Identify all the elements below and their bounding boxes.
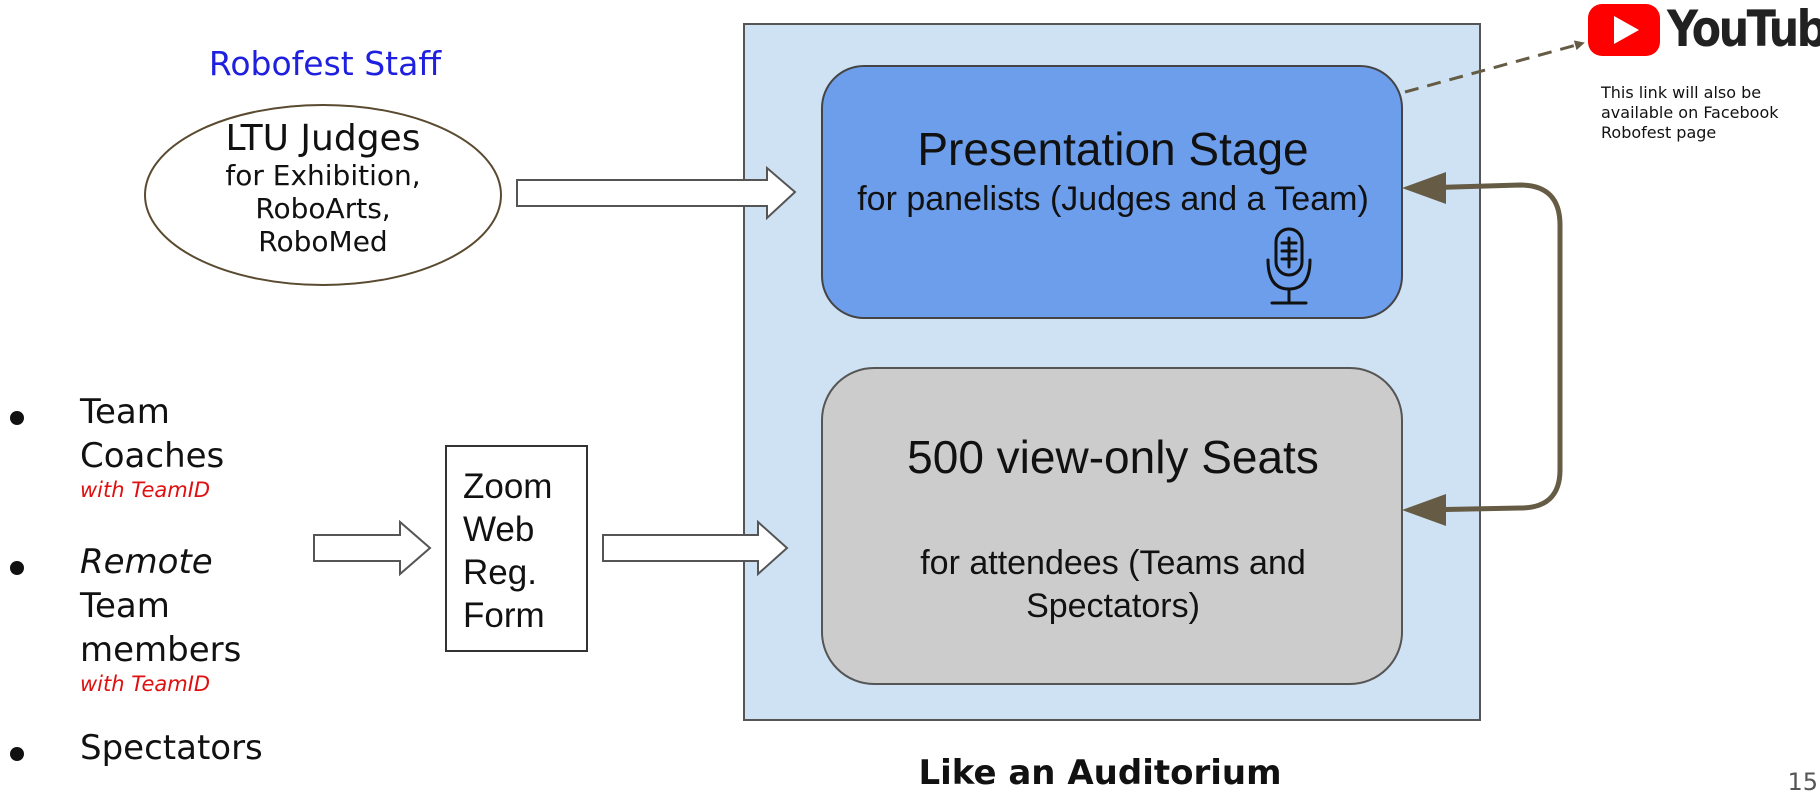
coaches-note: with TeamID <box>80 478 211 502</box>
bullet-icon <box>10 411 24 425</box>
registration-form-label: Zoom Web Reg. Form <box>463 467 553 635</box>
seats-subtitle: for attendees (Teams and Spectators) <box>920 544 1306 625</box>
remote-word: Remote <box>80 542 213 582</box>
youtube-wordmark: YouTube <box>1667 0 1820 58</box>
seats-box <box>821 367 1403 685</box>
page-number: 15 <box>1787 768 1818 796</box>
judges-to-stage-arrow <box>516 165 797 221</box>
youtube-note: This link will also be available on Face… <box>1601 83 1779 142</box>
staff-title: Robofest Staff <box>208 44 442 83</box>
footer-caption: Like an Auditorium <box>918 753 1282 793</box>
registration-form-box <box>445 445 588 652</box>
spectators-label: Spectators <box>80 728 263 768</box>
judges-title: LTU Judges <box>225 118 421 159</box>
bullet-icon <box>10 561 24 575</box>
judges-ellipse <box>144 104 502 286</box>
youtube-play-icon <box>1588 4 1660 56</box>
presentation-stage-box <box>821 65 1403 319</box>
form-to-seats-arrow <box>602 519 789 577</box>
judges-label: LTU Judges for Exhibition, RoboArts, Rob… <box>145 118 501 258</box>
judges-subtitle: for Exhibition, RoboArts, RoboMed <box>225 159 421 258</box>
remote-members-note: with TeamID <box>80 672 211 696</box>
bullet-icon <box>10 747 24 761</box>
stage-title: Presentation Stage <box>917 123 1309 175</box>
coaches-label: Team Coaches <box>80 392 225 476</box>
youtube-link-arrow <box>1404 40 1585 94</box>
attendees-to-form-arrow <box>313 519 432 577</box>
seats-title: 500 view-only Seats <box>907 431 1319 483</box>
stage-subtitle: for panelists (Judges and a Team) <box>857 180 1369 218</box>
stage-connector-arrowhead <box>1402 172 1446 204</box>
microphone-icon <box>1266 227 1312 305</box>
seats-connector-arrowhead <box>1402 494 1446 526</box>
stage-seats-connector <box>1419 182 1563 513</box>
